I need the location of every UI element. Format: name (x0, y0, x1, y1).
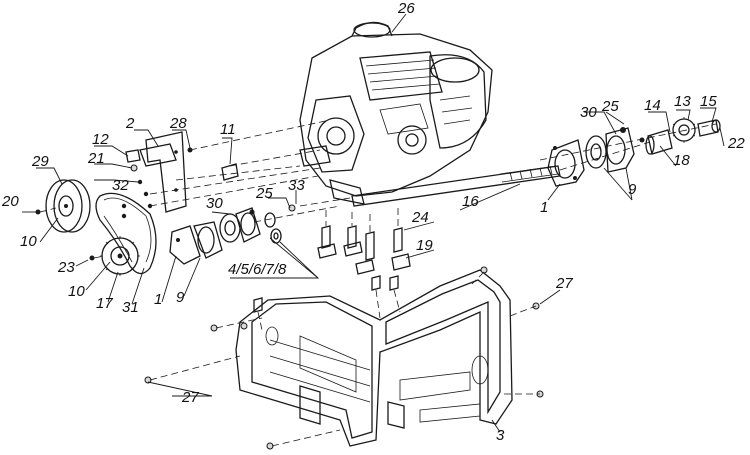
callout-1-left: 1 (154, 291, 162, 308)
callout-29: 29 (31, 153, 49, 170)
callout-28: 28 (169, 115, 187, 132)
callout-10-bottom: 10 (68, 283, 85, 300)
callout-3: 3 (496, 427, 505, 444)
callout-16: 16 (462, 193, 479, 210)
callout-13: 13 (674, 93, 691, 110)
callout-25-left: 25 (255, 185, 273, 202)
right-bearing-housing (585, 127, 635, 173)
callout-22: 22 (727, 135, 745, 152)
callout-21: 21 (87, 150, 105, 167)
left-flange (169, 225, 201, 265)
callout-32: 32 (112, 177, 129, 194)
leader-lines (22, 13, 725, 433)
callout-25-right: 25 (601, 98, 619, 115)
callout-14: 14 (644, 97, 661, 114)
drive-shaft (351, 165, 561, 207)
callout-10-top: 10 (20, 233, 37, 250)
clutch-drum (35, 179, 91, 233)
shaft-key (221, 163, 239, 181)
frame-bolts (144, 266, 544, 450)
left-bearing-housing (193, 207, 261, 259)
bearing-set (264, 204, 296, 244)
right-flange-1 (547, 139, 585, 187)
callout-31: 31 (122, 299, 139, 316)
callout-18: 18 (673, 152, 690, 169)
callout-33: 33 (288, 177, 305, 194)
callout-2: 2 (125, 115, 135, 132)
callout-12: 12 (92, 131, 109, 148)
callout-labels: 26 30 25 14 13 15 22 18 9 1 16 2 28 11 1… (1, 0, 745, 444)
callout-27-left: 27 (181, 389, 199, 406)
callout-24: 24 (411, 209, 429, 226)
callout-23: 23 (57, 259, 75, 276)
callout-30-left: 30 (206, 195, 223, 212)
callout-20: 20 (1, 193, 19, 210)
right-sprocket-assembly (639, 117, 721, 155)
callout-27-right: 27 (555, 275, 573, 292)
callout-26: 26 (397, 0, 415, 17)
frame (235, 269, 513, 447)
callout-1-right: 1 (540, 199, 548, 216)
mounting-bolts (317, 225, 411, 275)
alignment-lines (39, 119, 717, 447)
callout-19: 19 (416, 237, 433, 254)
callout-9-left: 9 (176, 289, 185, 306)
callout-30-right: 30 (580, 104, 597, 121)
engine (299, 21, 493, 205)
callout-15: 15 (700, 93, 717, 110)
callout-4-5-6-7-8: 4/5/6/7/8 (228, 261, 287, 278)
callout-11: 11 (220, 121, 236, 138)
sprocket (89, 236, 140, 276)
callout-17: 17 (96, 295, 113, 312)
callout-9-right: 9 (628, 181, 637, 198)
